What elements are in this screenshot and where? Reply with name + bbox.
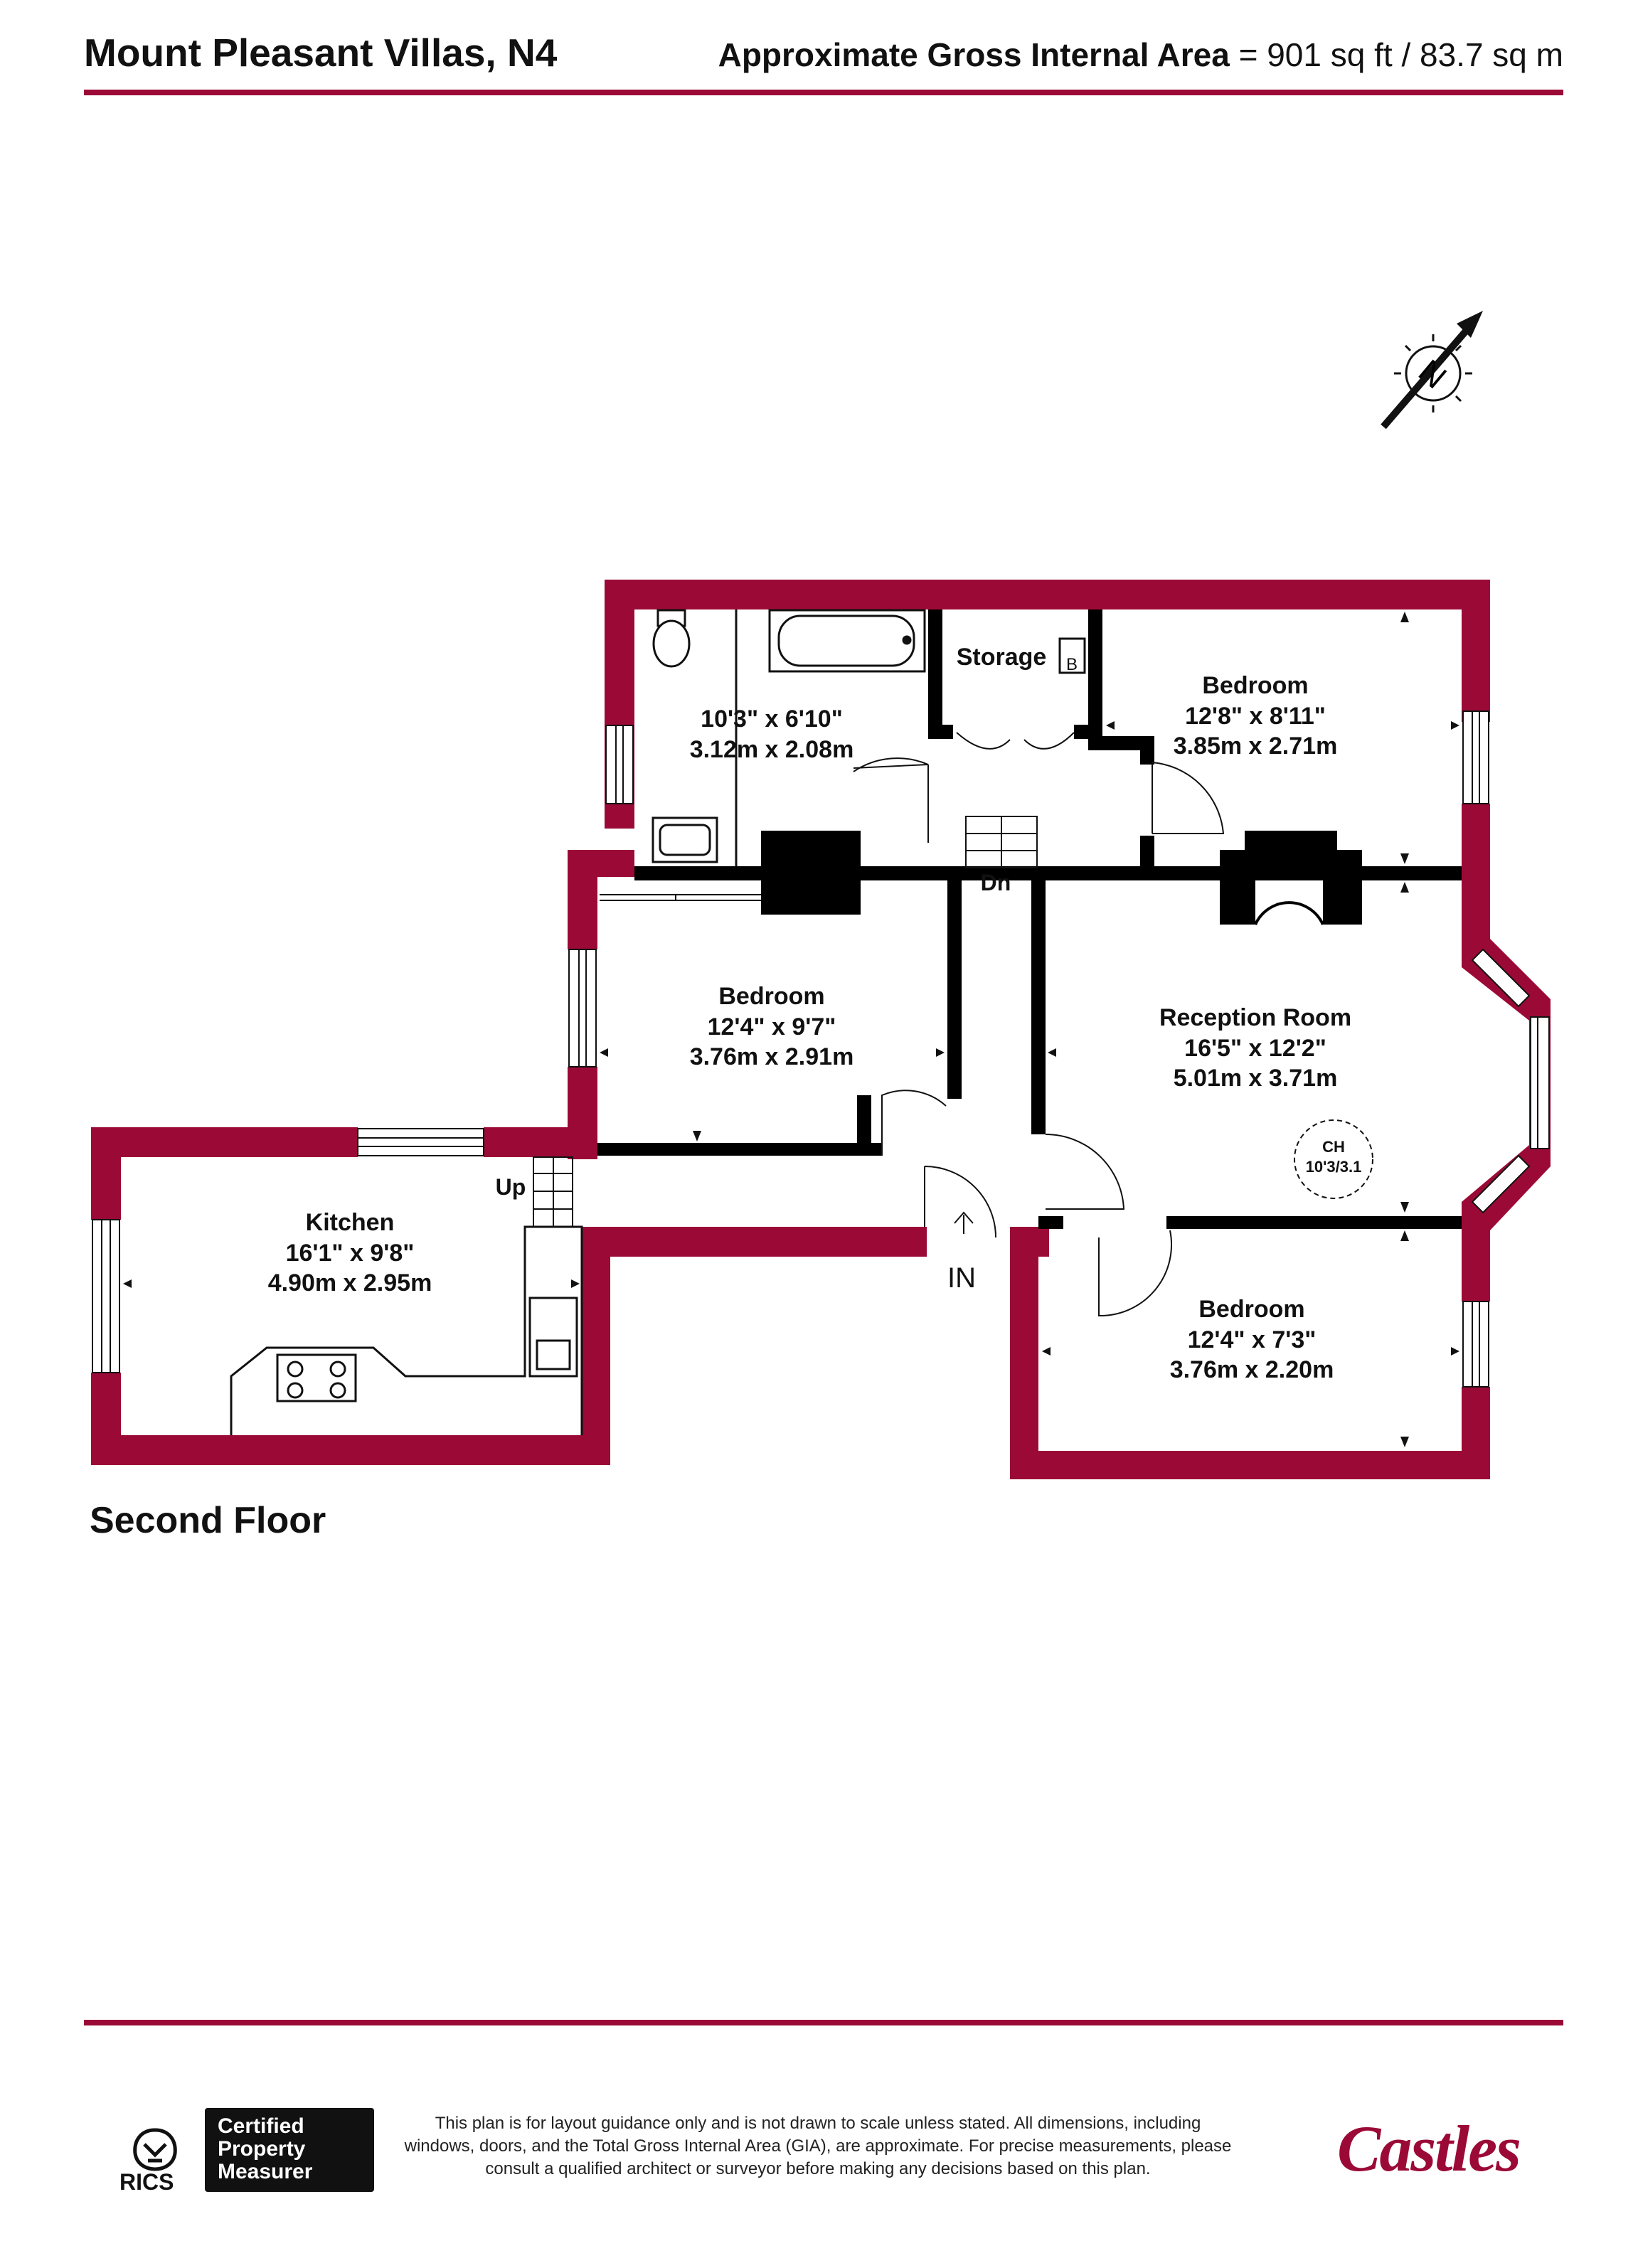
interior-walls [260,609,1462,1434]
compass-icon: N [1381,311,1483,430]
rics-logo-text: RICS [119,2169,174,2195]
bedroom-2-dim-imperial: 12'4" x 9'7" [708,1013,836,1040]
stairs-up-label: Up [496,1174,526,1200]
floor-label: Second Floor [90,1500,326,1541]
windows [92,710,1550,1388]
header: Mount Pleasant Villas, N4 Approximate Gr… [84,30,1563,80]
disclaimer: This plan is for layout guidance only an… [404,2114,1232,2178]
footer-rule [84,2020,1563,2025]
fireplace [1254,901,1324,925]
reception-dim-imperial: 16'5" x 12'2" [1184,1035,1326,1062]
bedroom-1-dim-imperial: 12'8" x 8'11" [1185,703,1326,730]
bedroom-2-name: Bedroom [718,983,824,1010]
kitchen-dim-imperial: 16'1" x 9'8" [286,1240,415,1267]
bathroom-fixtures [652,609,1086,866]
ceiling-height-marker [1294,1119,1373,1199]
rics-lion-icon [133,2128,177,2171]
badge-line-2: Property [218,2137,306,2161]
kitchen-name: Kitchen [306,1209,395,1236]
bedroom-3-dim-metric: 3.76m x 2.20m [1170,1356,1334,1383]
gia-label: Approximate Gross Internal Area [718,36,1230,73]
doors [533,732,1225,1317]
bedroom-1-dim-metric: 3.85m x 2.71m [1174,733,1338,760]
bedroom-3-dim-imperial: 12'4" x 7'3" [1188,1326,1317,1353]
bedroom-2-dim-metric: 3.76m x 2.91m [690,1043,854,1070]
measurement-ticks [123,612,1459,1447]
badge-line-3: Measurer [218,2160,313,2183]
castles-logo: Castles [1337,2112,1521,2185]
gia-value: = 901 sq ft / 83.7 sq m [1238,36,1563,73]
kitchen-dim-metric: 4.90m x 2.95m [268,1269,432,1297]
bathroom-dim-imperial: 10'3" x 6'10" [701,706,843,733]
reception-name: Reception Room [1159,1004,1351,1031]
entrance-label: IN [947,1262,976,1294]
bedroom-1-name: Bedroom [1202,672,1308,699]
badge-line-1: Certified [218,2114,304,2138]
boiler-label: B [1066,655,1078,674]
reception-dim-metric: 5.01m x 3.71m [1174,1065,1338,1092]
stairs-down-label: Dn [981,870,1011,895]
storage-label: Storage [957,644,1047,671]
property-title: Mount Pleasant Villas, N4 [84,31,558,75]
certified-property-measurer-badge: Certified Property Measurer [205,2108,374,2192]
header-rule [84,90,1563,95]
kitchen-counter [230,1225,583,1435]
bedroom-3-name: Bedroom [1198,1296,1304,1323]
gross-internal-area: Approximate Gross Internal Area = 901 sq… [718,36,1563,74]
bathroom-dim-metric: 3.12m x 2.08m [690,736,854,763]
ceiling-height-title: CH [1322,1138,1345,1156]
ceiling-height-value: 10'3/3.1 [1306,1158,1362,1176]
